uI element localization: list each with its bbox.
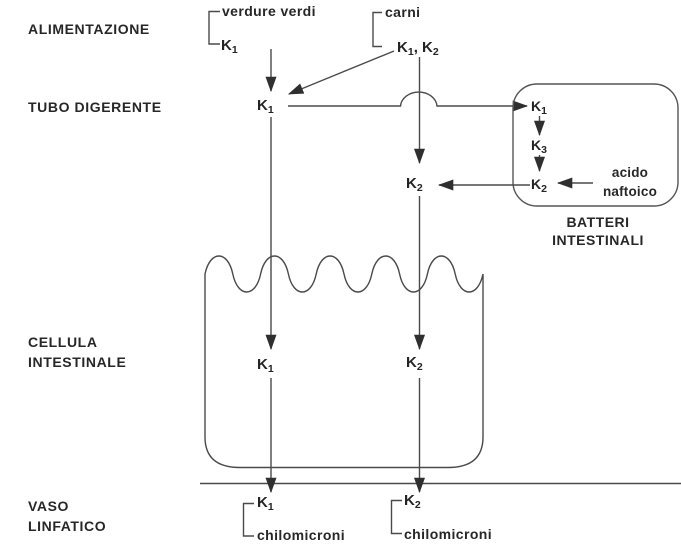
k-base: K (397, 39, 408, 56)
k-base: K (422, 39, 433, 56)
batteri-box-outline (512, 83, 679, 207)
label-cellula-line2: INTESTINALE (28, 354, 127, 370)
cell-membrane-outline (204, 255, 484, 469)
k-sub: 2 (416, 361, 423, 373)
arrow-k1-to-batteri (288, 91, 529, 112)
acido-line2: naftoico (602, 184, 658, 199)
k-sub: 1 (267, 363, 274, 375)
k-base: K (257, 494, 268, 511)
label-vaso-linfatico: VASO LINFATICO (28, 496, 106, 536)
k-base: K (257, 356, 268, 373)
node-k2-cellula: K2 (406, 354, 423, 373)
k-sub: 1 (267, 501, 274, 513)
k-base: K (221, 37, 232, 54)
node-k3-batteri: K3 (531, 137, 547, 156)
label-vaso-line2: LINFATICO (28, 518, 107, 534)
k-base: K (404, 492, 415, 509)
k-sub: 2 (541, 183, 547, 195)
k-sub: 1 (231, 44, 238, 56)
k-sub: 2 (414, 499, 421, 511)
node-verdure-verdi: verdure verdi (222, 3, 316, 19)
k-base: K (257, 97, 268, 114)
bracket-verdure (208, 10, 220, 45)
label-alimentazione: ALIMENTAZIONE (28, 21, 150, 37)
k-base: K (531, 176, 542, 192)
node-acido-naftoico: acido naftoico (594, 163, 666, 201)
node-k2-vaso: K2 (404, 492, 421, 511)
k-sub: 2 (416, 182, 423, 194)
bracket-k2-chilomicroni (390, 499, 402, 535)
node-k2-chilomicroni: chilomicroni (404, 526, 493, 542)
k-base: K (531, 137, 542, 153)
k-sub: 1 (407, 46, 414, 58)
k-base: K (406, 354, 417, 371)
node-k1-chilomicroni: chilomicroni (257, 527, 346, 543)
acido-line1: acido (611, 165, 649, 180)
label-batteri-intestinali: BATTERI INTESTINALI (535, 213, 661, 249)
label-cellula-intestinale: CELLULA INTESTINALE (28, 332, 126, 372)
k-sub: 2 (432, 46, 439, 58)
node-k1-vaso: K1 (257, 494, 274, 513)
batteri-line1: BATTERI (566, 214, 630, 230)
bracket-k1-chilomicroni (242, 502, 254, 537)
k-sub: 1 (541, 105, 547, 117)
node-k1-k2-carni: K1, K2 (397, 39, 439, 58)
batteri-line2: INTESTINALI (552, 232, 644, 248)
k-separator: , (413, 39, 423, 56)
node-k1-alimentazione: K1 (221, 37, 238, 56)
bracket-carni (372, 11, 382, 48)
label-cellula-line1: CELLULA (28, 334, 98, 350)
k-base: K (406, 175, 417, 192)
k-sub: 3 (541, 144, 547, 156)
label-tubo-digerente: TUBO DIGERENTE (28, 99, 162, 115)
node-k1-tubo: K1 (257, 97, 274, 116)
k-base: K (531, 98, 542, 114)
label-vaso-line1: VASO (28, 498, 70, 514)
node-carni: carni (385, 4, 421, 20)
arrow-carni-to-tubo (287, 50, 395, 95)
node-k2-central: K2 (406, 175, 423, 194)
node-k2-batteri: K2 (531, 176, 547, 195)
node-k1-batteri: K1 (531, 98, 547, 117)
node-k1-cellula: K1 (257, 356, 274, 375)
k-sub: 1 (267, 104, 274, 116)
